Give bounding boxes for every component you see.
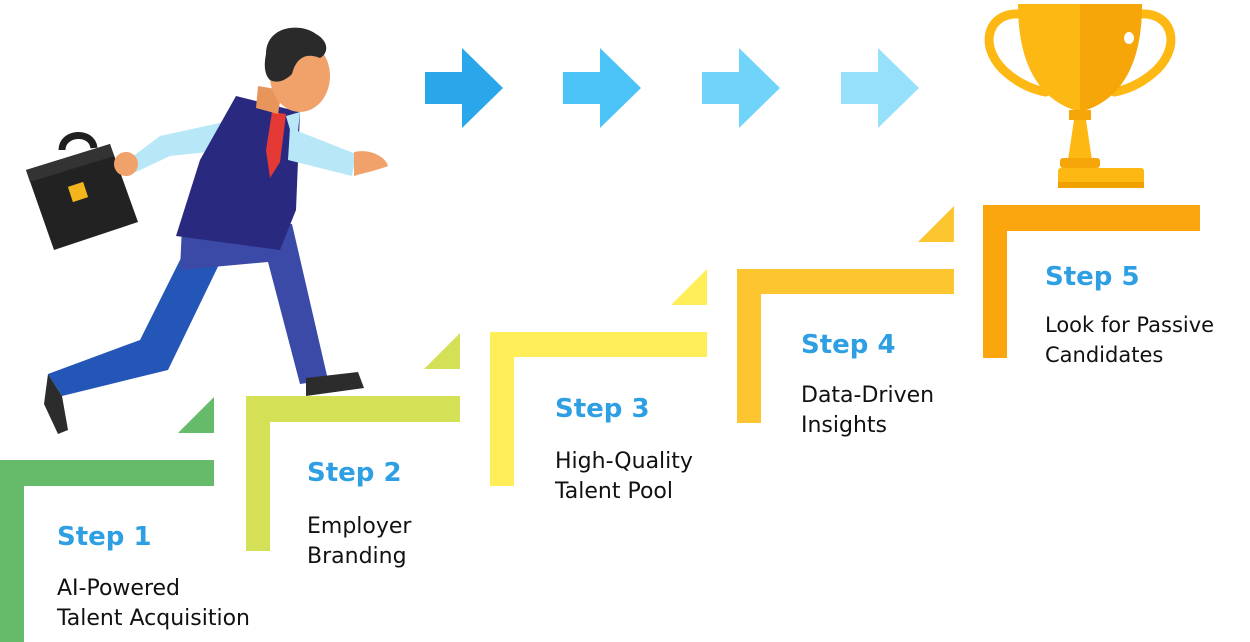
arrow-right-icon xyxy=(702,48,780,128)
step-3-description-line: Talent Pool xyxy=(555,479,674,504)
step-3-stair xyxy=(490,269,707,486)
progress-arrows xyxy=(425,48,919,128)
step-4-description: Data-Driven Insights xyxy=(801,381,934,441)
step-5-description-line: Candidates xyxy=(1045,343,1164,367)
step-2-description-line: Employer xyxy=(307,514,412,539)
step-1-stair xyxy=(0,397,214,642)
step-3-description-line: High-Quality xyxy=(555,449,693,474)
step-1-description-line: AI-Powered xyxy=(57,576,181,601)
step-2-description: Employer Branding xyxy=(307,512,411,572)
businessman-climbing-icon xyxy=(26,27,388,434)
step-5-description-line: Look for Passive xyxy=(1045,313,1215,337)
briefcase-icon xyxy=(26,132,138,250)
step-1-description: AI-Powered Talent Acquisition xyxy=(57,574,250,634)
step-5-stair xyxy=(983,205,1200,358)
step-2-title: Step 2 xyxy=(307,458,402,488)
step-5-description: Look for Passive Candidates xyxy=(1045,310,1214,370)
step-4-title: Step 4 xyxy=(801,330,896,360)
arrow-right-icon xyxy=(425,48,503,128)
step-4-description-line: Data-Driven xyxy=(801,383,935,408)
step-2-description-line: Branding xyxy=(307,544,407,569)
step-4-description-line: Insights xyxy=(801,413,888,438)
step-1-title: Step 1 xyxy=(57,522,152,552)
arrow-right-icon xyxy=(563,48,641,128)
trophy-icon xyxy=(984,4,1176,188)
step-1-description-line: Talent Acquisition xyxy=(57,606,250,631)
arrow-right-icon xyxy=(841,48,919,128)
step-5-title: Step 5 xyxy=(1045,262,1140,292)
step-2-stair xyxy=(246,333,460,551)
step-4-stair xyxy=(737,206,954,423)
step-3-title: Step 3 xyxy=(555,394,650,424)
step-3-description: High-Quality Talent Pool xyxy=(555,447,693,507)
